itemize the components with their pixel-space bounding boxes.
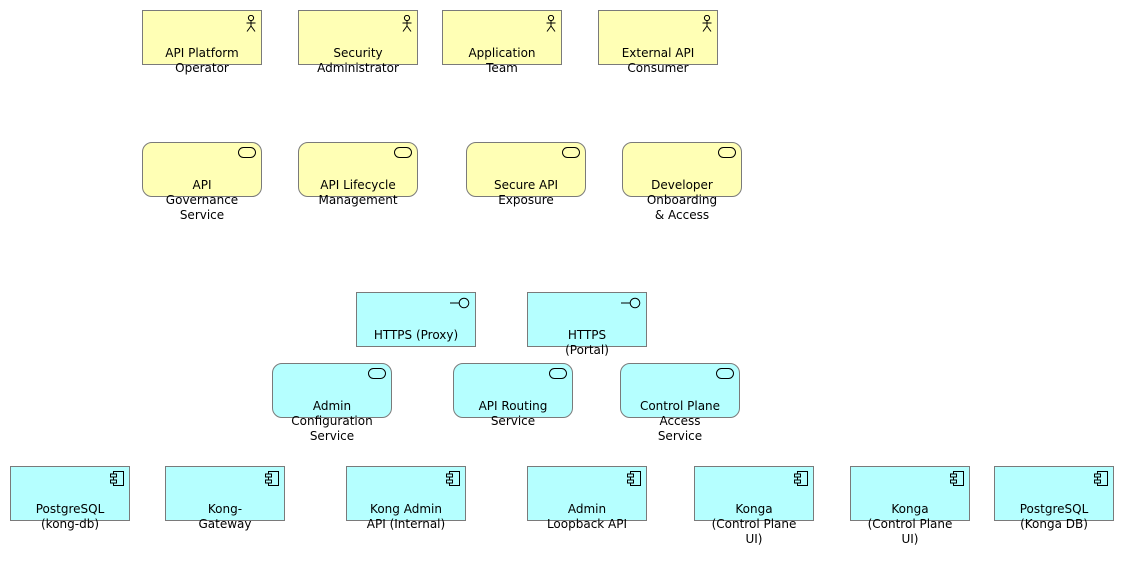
service-label: Admin Configuration Service <box>291 399 373 443</box>
actor-security-administrator[interactable]: Security Administrator <box>298 10 418 75</box>
actor-icon <box>546 15 556 32</box>
actor-external-api-consumer[interactable]: External API Consumer <box>598 10 718 75</box>
app-service-api-routing[interactable]: API Routing Service <box>453 363 573 428</box>
actor-application-team[interactable]: Application Team <box>442 10 562 75</box>
component-kong-gateway[interactable]: Kong-Gateway <box>165 466 285 531</box>
interface-icon <box>450 297 470 309</box>
business-service-api-governance[interactable]: API Governance Service <box>142 142 262 222</box>
component-icon <box>794 471 808 486</box>
component-label: PostgreSQL (kong-db) <box>35 502 105 531</box>
service-label: API Lifecycle Management <box>318 178 398 207</box>
service-icon <box>562 147 580 158</box>
interface-label: HTTPS (Portal) <box>565 328 609 357</box>
component-postgresql-kong-db[interactable]: PostgreSQL (kong-db) <box>10 466 130 531</box>
component-konga-control-plane-ui-2[interactable]: Konga (Control Plane UI) <box>850 466 970 546</box>
component-label: Admin Loopback API <box>546 502 628 531</box>
interface-label: HTTPS (Proxy) <box>373 328 459 342</box>
component-icon <box>627 471 641 486</box>
component-label: Konga (Control Plane UI) <box>867 502 953 546</box>
component-icon <box>1094 471 1108 486</box>
component-postgresql-konga-db[interactable]: PostgreSQL (Konga DB) <box>994 466 1114 531</box>
component-label: Konga (Control Plane UI) <box>711 502 797 546</box>
business-service-api-lifecycle[interactable]: API Lifecycle Management <box>298 142 418 207</box>
business-service-secure-api-exposure[interactable]: Secure API Exposure <box>466 142 586 207</box>
interface-icon <box>621 297 641 309</box>
component-label: Kong Admin API (Internal) <box>366 502 446 531</box>
service-label: Secure API Exposure <box>493 178 559 207</box>
component-kong-admin-api[interactable]: Kong Admin API (Internal) <box>346 466 466 531</box>
component-icon <box>265 471 279 486</box>
service-icon <box>716 368 734 379</box>
service-icon <box>549 368 567 379</box>
actor-api-platform-operator[interactable]: API Platform Operator <box>142 10 262 75</box>
component-konga-control-plane-ui[interactable]: Konga (Control Plane UI) <box>694 466 814 546</box>
component-icon <box>110 471 124 486</box>
service-label: Developer Onboarding & Access <box>646 178 718 222</box>
component-admin-loopback-api[interactable]: Admin Loopback API <box>527 466 647 531</box>
business-service-developer-onboarding[interactable]: Developer Onboarding & Access <box>622 142 742 222</box>
interface-https-proxy[interactable]: HTTPS (Proxy) <box>356 292 476 347</box>
service-icon <box>718 147 736 158</box>
actor-icon <box>402 15 412 32</box>
component-icon <box>446 471 460 486</box>
component-icon <box>950 471 964 486</box>
service-icon <box>394 147 412 158</box>
service-label: Control Plane Access Service <box>639 399 721 443</box>
app-service-control-plane-access[interactable]: Control Plane Access Service <box>620 363 740 443</box>
component-label: PostgreSQL (Konga DB) <box>1019 502 1089 531</box>
actor-icon <box>702 15 712 32</box>
app-service-admin-configuration[interactable]: Admin Configuration Service <box>272 363 392 443</box>
service-label: API Routing Service <box>478 399 548 428</box>
interface-https-portal[interactable]: HTTPS (Portal) <box>527 292 647 357</box>
service-icon <box>238 147 256 158</box>
actor-label: Application Team <box>468 46 536 75</box>
service-label: API Governance Service <box>165 178 239 222</box>
actor-icon <box>246 15 256 32</box>
actor-label: API Platform Operator <box>165 46 239 75</box>
service-icon <box>368 368 386 379</box>
actor-label: External API Consumer <box>621 46 695 75</box>
component-label: Kong-Gateway <box>198 502 252 531</box>
actor-label: Security Administrator <box>317 46 399 75</box>
